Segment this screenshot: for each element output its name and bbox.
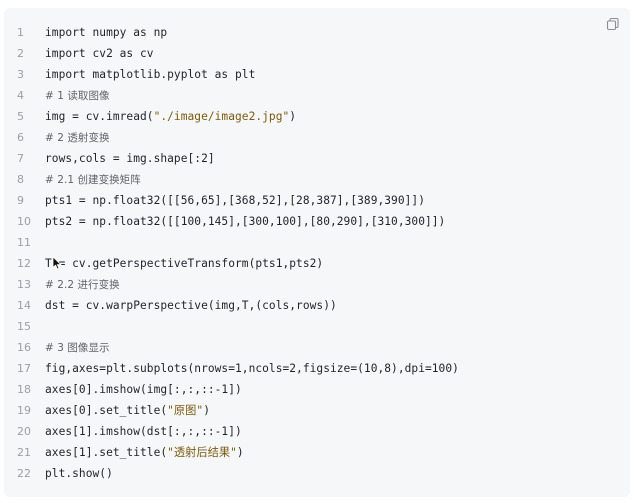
line-number: 6 <box>17 131 24 144</box>
line-number: 19 <box>17 404 31 417</box>
line-number: 10 <box>17 215 31 228</box>
code-line: 12 T = cv.getPerspectiveTransform(pts1,pt… <box>4 253 630 274</box>
code-text: plt.show() <box>45 467 113 480</box>
code-text: axes[0].set_title("原图") <box>45 404 210 417</box>
line-number: 22 <box>17 467 31 480</box>
code-text: rows,cols = img.shape[:2] <box>45 152 215 165</box>
code-line: 18 axes[0].imshow(img[:,:,::-1]) <box>4 379 630 400</box>
line-number: 1 <box>17 26 24 39</box>
code-text: img = cv.imread("./image/image2.jpg") <box>45 110 297 123</box>
line-number: 13 <box>17 278 31 291</box>
code-text: # 1 读取图像 <box>45 90 110 102</box>
line-number: 3 <box>17 68 24 81</box>
code-text: # 2 透射变换 <box>45 132 110 144</box>
code-lines: 1 import numpy as np 2 import cv2 as cv 3 imp… <box>4 22 630 484</box>
code-block: 1 import numpy as np 2 import cv2 as cv 3 imp… <box>4 8 630 497</box>
code-text: import matplotlib.pyplot as plt <box>45 68 256 81</box>
copy-icon <box>606 17 619 31</box>
line-number: 4 <box>17 89 24 102</box>
code-text: import numpy as np <box>45 26 168 39</box>
code-line: 8 # 2.1 创建变换矩阵 <box>4 169 630 190</box>
line-number: 5 <box>17 110 24 123</box>
code-text: axes[0].imshow(img[:,:,::-1]) <box>45 383 242 396</box>
line-number: 8 <box>17 173 24 186</box>
code-line: 13 # 2.2 进行变换 <box>4 274 630 295</box>
line-number: 16 <box>17 341 31 354</box>
code-line: 15 <box>4 316 630 337</box>
code-text: # 3 图像显示 <box>45 342 110 354</box>
code-text: axes[1].imshow(dst[:,:,::-1]) <box>45 425 242 438</box>
code-line: 4 # 1 读取图像 <box>4 85 630 106</box>
code-line: 10 pts2 = np.float32([[100,145],[300,100]… <box>4 211 630 232</box>
code-line: 9 pts1 = np.float32([[56,65],[368,52],[28… <box>4 190 630 211</box>
line-number: 20 <box>17 425 31 438</box>
line-number: 2 <box>17 47 24 60</box>
code-line: 1 import numpy as np <box>4 22 630 43</box>
code-text: # 2.1 创建变换矩阵 <box>45 174 141 186</box>
code-line: 6 # 2 透射变换 <box>4 127 630 148</box>
code-text: import cv2 as cv <box>45 47 154 60</box>
code-line: 2 import cv2 as cv <box>4 43 630 64</box>
line-number: 17 <box>17 362 31 375</box>
code-line: 17 fig,axes=plt.subplots(nrows=1,ncols=2,… <box>4 358 630 379</box>
line-number: 11 <box>17 236 31 249</box>
code-line: 22 plt.show() <box>4 463 630 484</box>
code-line: 21 axes[1].set_title("透射后结果") <box>4 442 630 463</box>
code-text: pts2 = np.float32([[100,145],[300,100],[… <box>45 215 446 228</box>
line-number: 12 <box>17 257 31 270</box>
mouse-pointer-icon <box>52 256 62 270</box>
line-number: 21 <box>17 446 31 459</box>
code-text: axes[1].set_title("透射后结果") <box>45 446 244 459</box>
code-line: 11 <box>4 232 630 253</box>
line-number: 7 <box>17 152 24 165</box>
code-line: 19 axes[0].set_title("原图") <box>4 400 630 421</box>
code-text: dst = cv.warpPerspective(img,T,(cols,row… <box>45 299 337 312</box>
code-line: 14 dst = cv.warpPerspective(img,T,(cols,r… <box>4 295 630 316</box>
code-line: 5 img = cv.imread("./image/image2.jpg") <box>4 106 630 127</box>
line-number: 14 <box>17 299 31 312</box>
code-text: pts1 = np.float32([[56,65],[368,52],[28,… <box>45 194 425 207</box>
line-number: 15 <box>17 320 31 333</box>
copy-button[interactable] <box>606 17 620 31</box>
code-line: 16 # 3 图像显示 <box>4 337 630 358</box>
line-number: 18 <box>17 383 31 396</box>
code-text: T = cv.getPerspectiveTransform(pts1,pts2… <box>45 257 324 270</box>
code-line: 3 import matplotlib.pyplot as plt <box>4 64 630 85</box>
line-number: 9 <box>17 194 24 207</box>
code-line: 7 rows,cols = img.shape[:2] <box>4 148 630 169</box>
code-text: fig,axes=plt.subplots(nrows=1,ncols=2,fi… <box>45 362 459 375</box>
code-line: 20 axes[1].imshow(dst[:,:,::-1]) <box>4 421 630 442</box>
code-text: # 2.2 进行变换 <box>45 279 120 291</box>
